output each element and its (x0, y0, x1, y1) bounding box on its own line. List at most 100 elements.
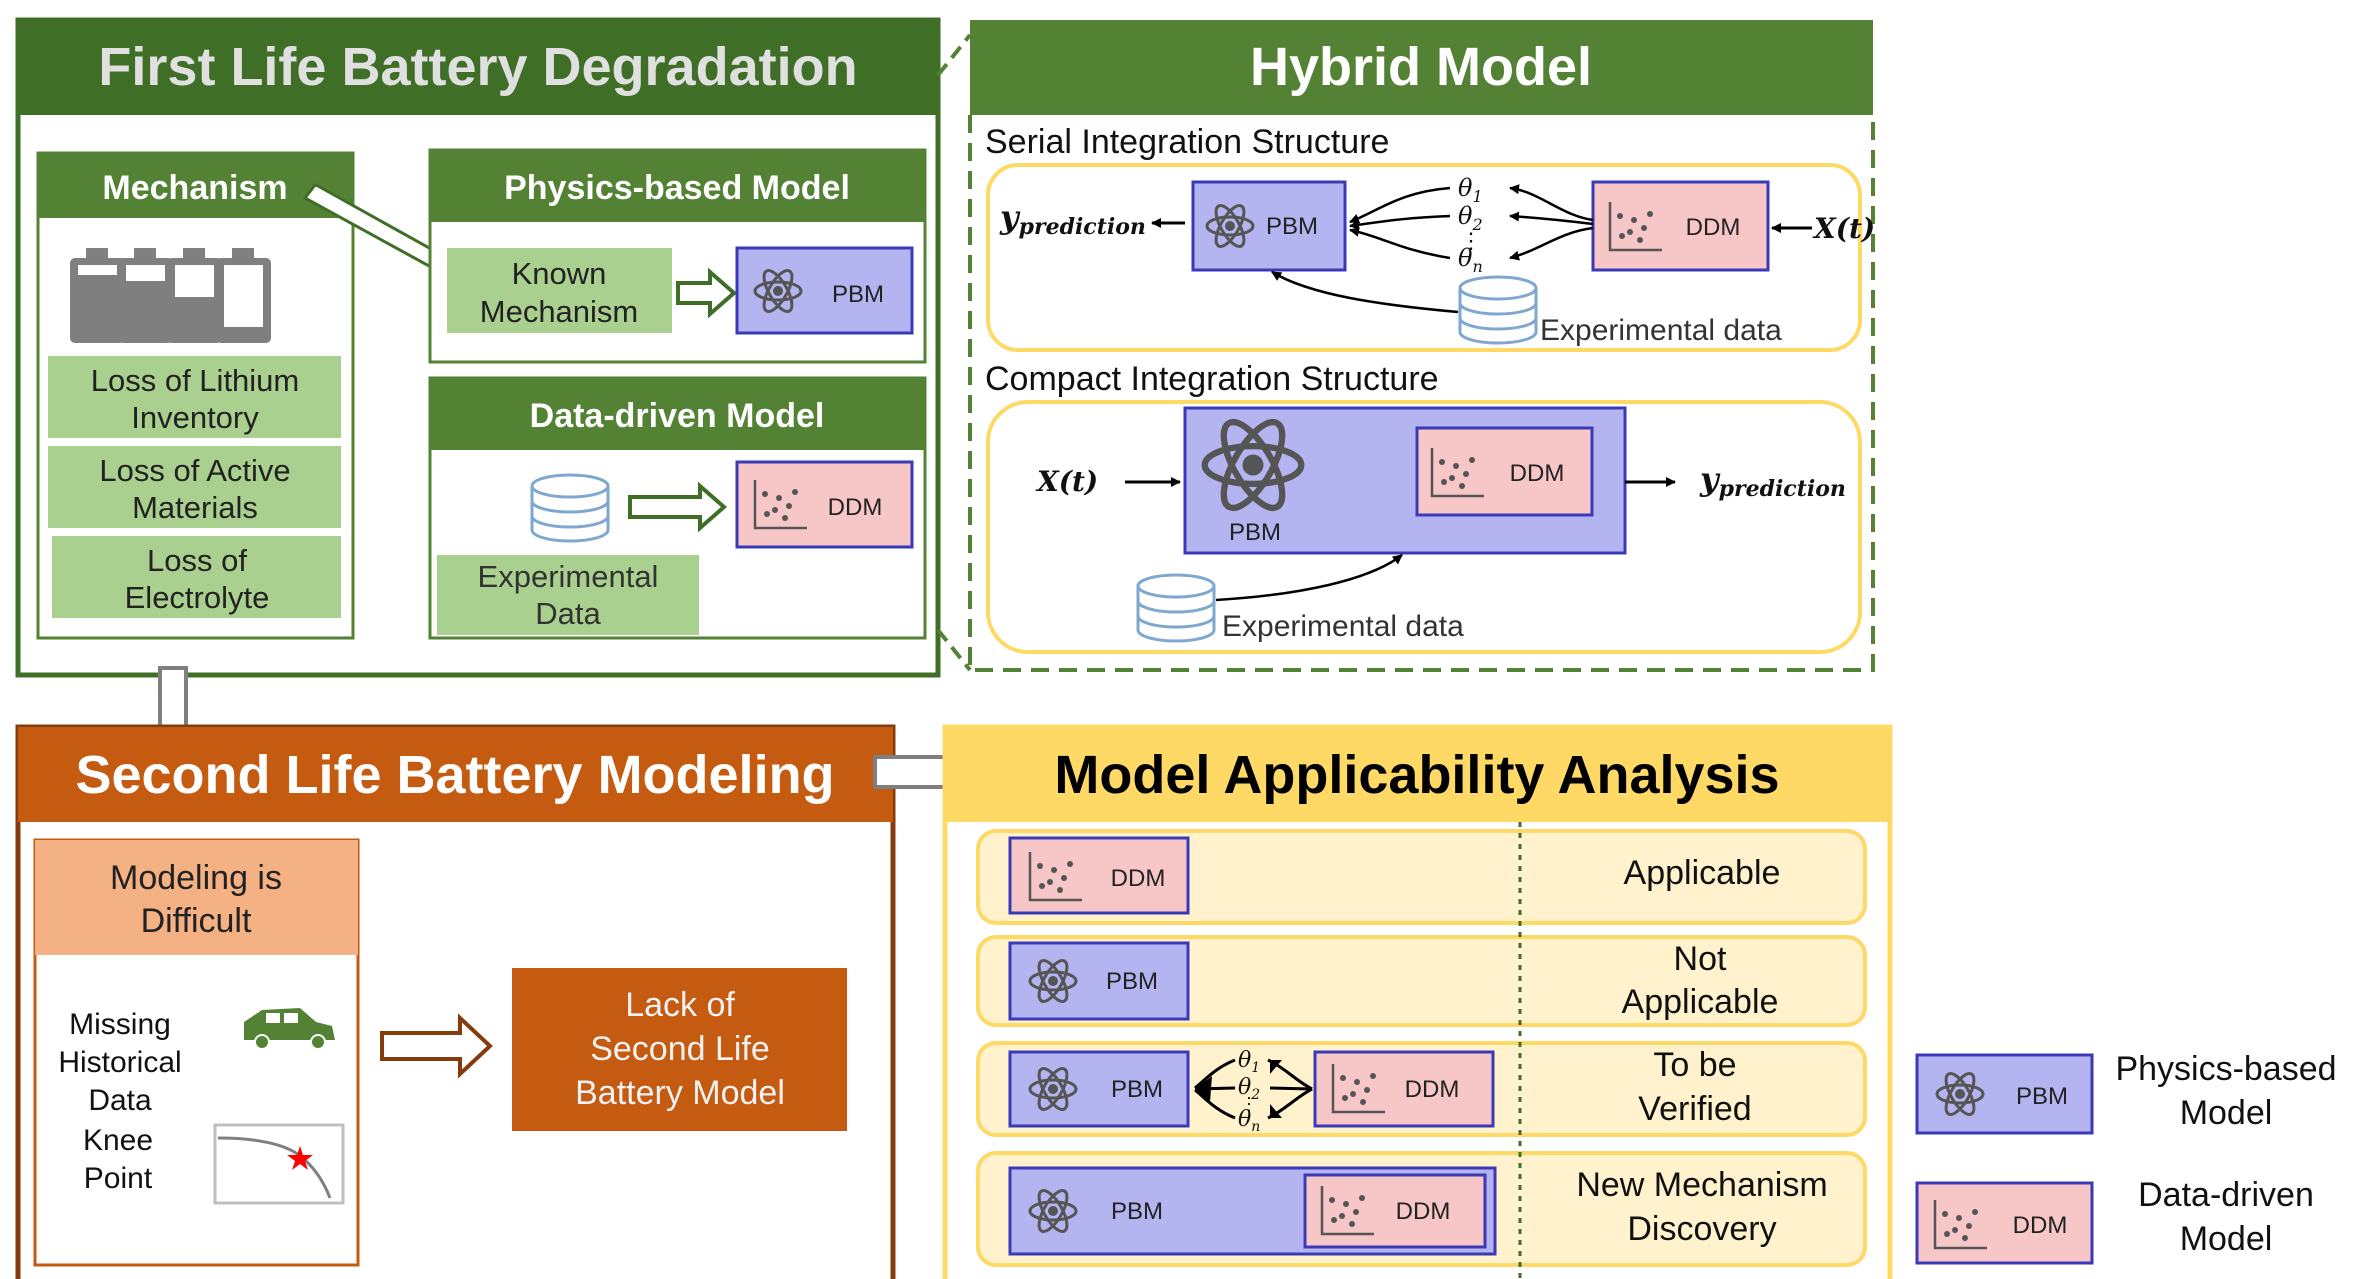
modeling-difficult-line1: Modeling is (110, 859, 282, 897)
loss-lithium-box (48, 356, 341, 438)
compact-y-prediction: yprediction (1699, 460, 1846, 502)
legend: PBM Physics-based Model DDM Data-driven … (1915, 1050, 2337, 1265)
lack-model-box (512, 968, 847, 1131)
database-icon (1136, 573, 1216, 643)
compact-ddm-label: DDM (1510, 460, 1565, 487)
svg-text:⋮: ⋮ (1460, 228, 1482, 253)
loss-electrolyte-line2: Electrolyte (125, 580, 270, 615)
loss-active-box (48, 446, 341, 528)
data-to-ddm-arrow (628, 481, 728, 533)
ddm-box (735, 460, 914, 549)
loss-lithium-line1: Loss of Lithium (91, 363, 300, 398)
second-life-panel: Second Life Battery Modeling Modeling is… (15, 724, 896, 1279)
row3-theta-parameters: θ1 θ2 ⋮ θn (1194, 1048, 1313, 1135)
serial-experimental-data: Experimental data (1540, 314, 1782, 347)
row3-ddm-box (1313, 1050, 1495, 1128)
database-icon (530, 473, 610, 543)
applicability-panel: Model Applicability Analysis DDM Applica… (942, 724, 1893, 1279)
legend-ddm-label: DDM (2013, 1212, 2068, 1239)
row4-status-line2: Discovery (1627, 1210, 1776, 1248)
battery-icons (70, 248, 271, 343)
row4-pbm-label: PBM (1111, 1198, 1163, 1225)
row3-status-line1: To be (1653, 1046, 1736, 1084)
svg-text:θn: θn (1458, 244, 1483, 276)
modeling-difficult-line2: Difficult (141, 902, 252, 940)
known-mechanism-line1: Known (512, 256, 607, 291)
known-mechanism-box (447, 248, 672, 333)
hybrid-header (970, 20, 1873, 115)
serial-ddm-box (1591, 180, 1770, 272)
database-icon (1458, 275, 1538, 345)
svg-text:θ1: θ1 (1238, 1048, 1260, 1076)
knee-line2: Point (84, 1162, 153, 1195)
svg-text:θ2: θ2 (1238, 1075, 1260, 1103)
row3-status-line2: Verified (1638, 1090, 1751, 1128)
svg-text:θn: θn (1238, 1107, 1260, 1135)
compact-ddm-box (1415, 426, 1594, 517)
mechanism-title: Mechanism (102, 169, 287, 207)
row3-ddm-label: DDM (1405, 1076, 1460, 1103)
compact-pbm-label: PBM (1229, 519, 1281, 546)
legend-data-line1: Data-driven (2138, 1176, 2314, 1214)
svg-text:θ1: θ1 (1458, 174, 1483, 206)
row-not-applicable (976, 935, 1867, 1027)
first-life-header (18, 20, 938, 115)
compact-diagram: X(t) PBM DDM yprediction Experimental da… (1035, 406, 1846, 643)
known-to-pbm-arrow (676, 267, 738, 319)
serial-structure-title: Serial Integration Structure (985, 123, 1389, 161)
legend-data-line2: Model (2180, 1220, 2273, 1258)
svg-text:⋮: ⋮ (1240, 1094, 1258, 1114)
compact-x-input: X(t) (1035, 465, 1098, 498)
mechanism-box: Mechanism Loss of Lithium Inventory Loss… (36, 151, 355, 640)
second-life-header (18, 727, 893, 822)
knee-point-chart (213, 1123, 345, 1205)
row4-ddm-label: DDM (1396, 1198, 1451, 1225)
physics-model-box: Physics-based Model Known Mechanism PBM (428, 148, 927, 364)
compact-experimental-data: Experimental data (1222, 610, 1464, 643)
missing-line1: Missing (69, 1008, 171, 1041)
applicability-title: Model Applicability Analysis (1054, 745, 1779, 805)
star-icon (287, 1146, 313, 1170)
theta-parameters: θ1 θ2 ⋮ θn (1349, 174, 1594, 276)
row2-pbm-box (1008, 941, 1190, 1021)
physics-model-title: Physics-based Model (504, 169, 850, 207)
knee-line1: Knee (83, 1124, 153, 1157)
serial-pbm-label: PBM (1266, 213, 1318, 240)
row2-status-line1: Not (1674, 940, 1727, 978)
experimental-data-line2: Data (535, 596, 601, 631)
compact-structure-title: Compact Integration Structure (985, 360, 1439, 398)
lack-line1: Lack of (625, 986, 735, 1024)
row1-status: Applicable (1624, 854, 1781, 892)
loss-lithium-line2: Inventory (131, 400, 259, 435)
hybrid-panel: Hybrid Model (936, 20, 1875, 672)
missing-line2: Historical (58, 1046, 181, 1079)
serial-x-input: X(t) (1812, 212, 1875, 245)
first-life-title: First Life Battery Degradation (98, 37, 857, 97)
serial-diagram: yprediction PBM DDM X(t) θ1 θ2 ⋮ θn Expe… (999, 174, 1875, 347)
car-icon (244, 1008, 335, 1050)
known-mechanism-line2: Mechanism (480, 294, 639, 329)
row3-pbm-label: PBM (1111, 1076, 1163, 1103)
second-life-title: Second Life Battery Modeling (75, 745, 834, 805)
legend-physics-line2: Model (2180, 1094, 2273, 1132)
pbm-box (735, 246, 914, 335)
legend-physics-line1: Physics-based (2115, 1050, 2336, 1088)
hybrid-title: Hybrid Model (1250, 37, 1592, 97)
datadriven-model-box: Data-driven Model Experimental Data DDM (428, 376, 927, 640)
lack-line3: Battery Model (575, 1074, 785, 1112)
legend-pbm-box (1915, 1053, 2094, 1135)
loss-electrolyte-line1: Loss of (147, 543, 247, 578)
row2-status-line2: Applicable (1622, 983, 1779, 1021)
row3-pbm-box (1008, 1050, 1190, 1128)
svg-text:θ2: θ2 (1458, 202, 1483, 234)
datadriven-model-title: Data-driven Model (530, 397, 825, 435)
loss-electrolyte-box (52, 536, 341, 618)
lack-line2: Second Life (590, 1030, 770, 1068)
row1-ddm-label: DDM (1111, 865, 1166, 892)
experimental-data-line1: Experimental (478, 559, 659, 594)
row4-status-line1: New Mechanism (1576, 1166, 1827, 1204)
applicability-header (945, 727, 1890, 822)
row2-pbm-label: PBM (1106, 968, 1158, 995)
legend-pbm-label: PBM (2016, 1083, 2068, 1110)
